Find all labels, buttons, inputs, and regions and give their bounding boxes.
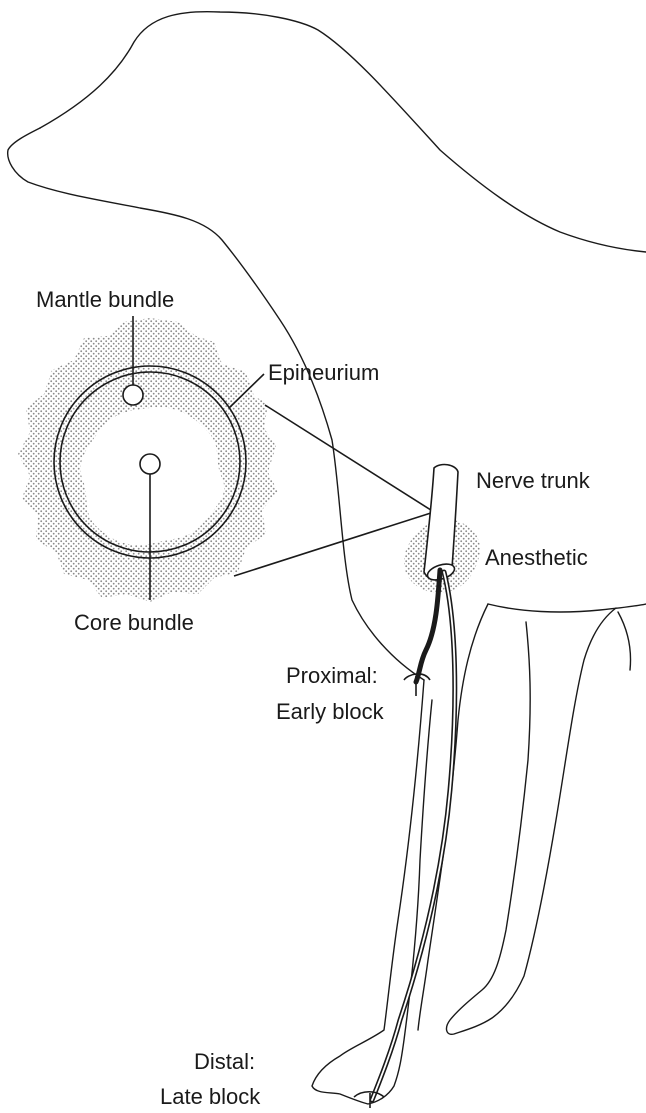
anesthetic-label: Anesthetic xyxy=(485,545,588,570)
core-bundle-circle xyxy=(140,454,160,474)
distal-label: Distal: xyxy=(194,1049,255,1074)
proximal-label: Proximal: xyxy=(286,663,378,688)
late-block-label: Late block xyxy=(160,1084,261,1109)
early-block-label: Early block xyxy=(276,699,385,724)
epineurium-label: Epineurium xyxy=(268,360,379,385)
dog-elbow-outline xyxy=(618,612,631,670)
nerve-cross-section xyxy=(18,318,278,602)
dog-front-leg-outline xyxy=(312,680,432,1104)
dog-belly-outline xyxy=(488,604,646,612)
zoom-line-upper xyxy=(265,405,434,512)
nerve-trunk-tube xyxy=(424,465,458,580)
dog-head-back-outline xyxy=(40,12,646,252)
mantle-bundle-label: Mantle bundle xyxy=(36,287,174,312)
nerve-trunk xyxy=(424,465,458,583)
core-bundle-label: Core bundle xyxy=(74,610,194,635)
mantle-bundle-circle xyxy=(123,385,143,405)
dog-second-leg-outline xyxy=(447,608,616,1034)
zoom-line-lower xyxy=(234,512,434,576)
distal-nerve-branch xyxy=(372,572,455,1100)
nerve-trunk-label: Nerve trunk xyxy=(476,468,591,493)
nerve-fibers xyxy=(354,570,455,1108)
